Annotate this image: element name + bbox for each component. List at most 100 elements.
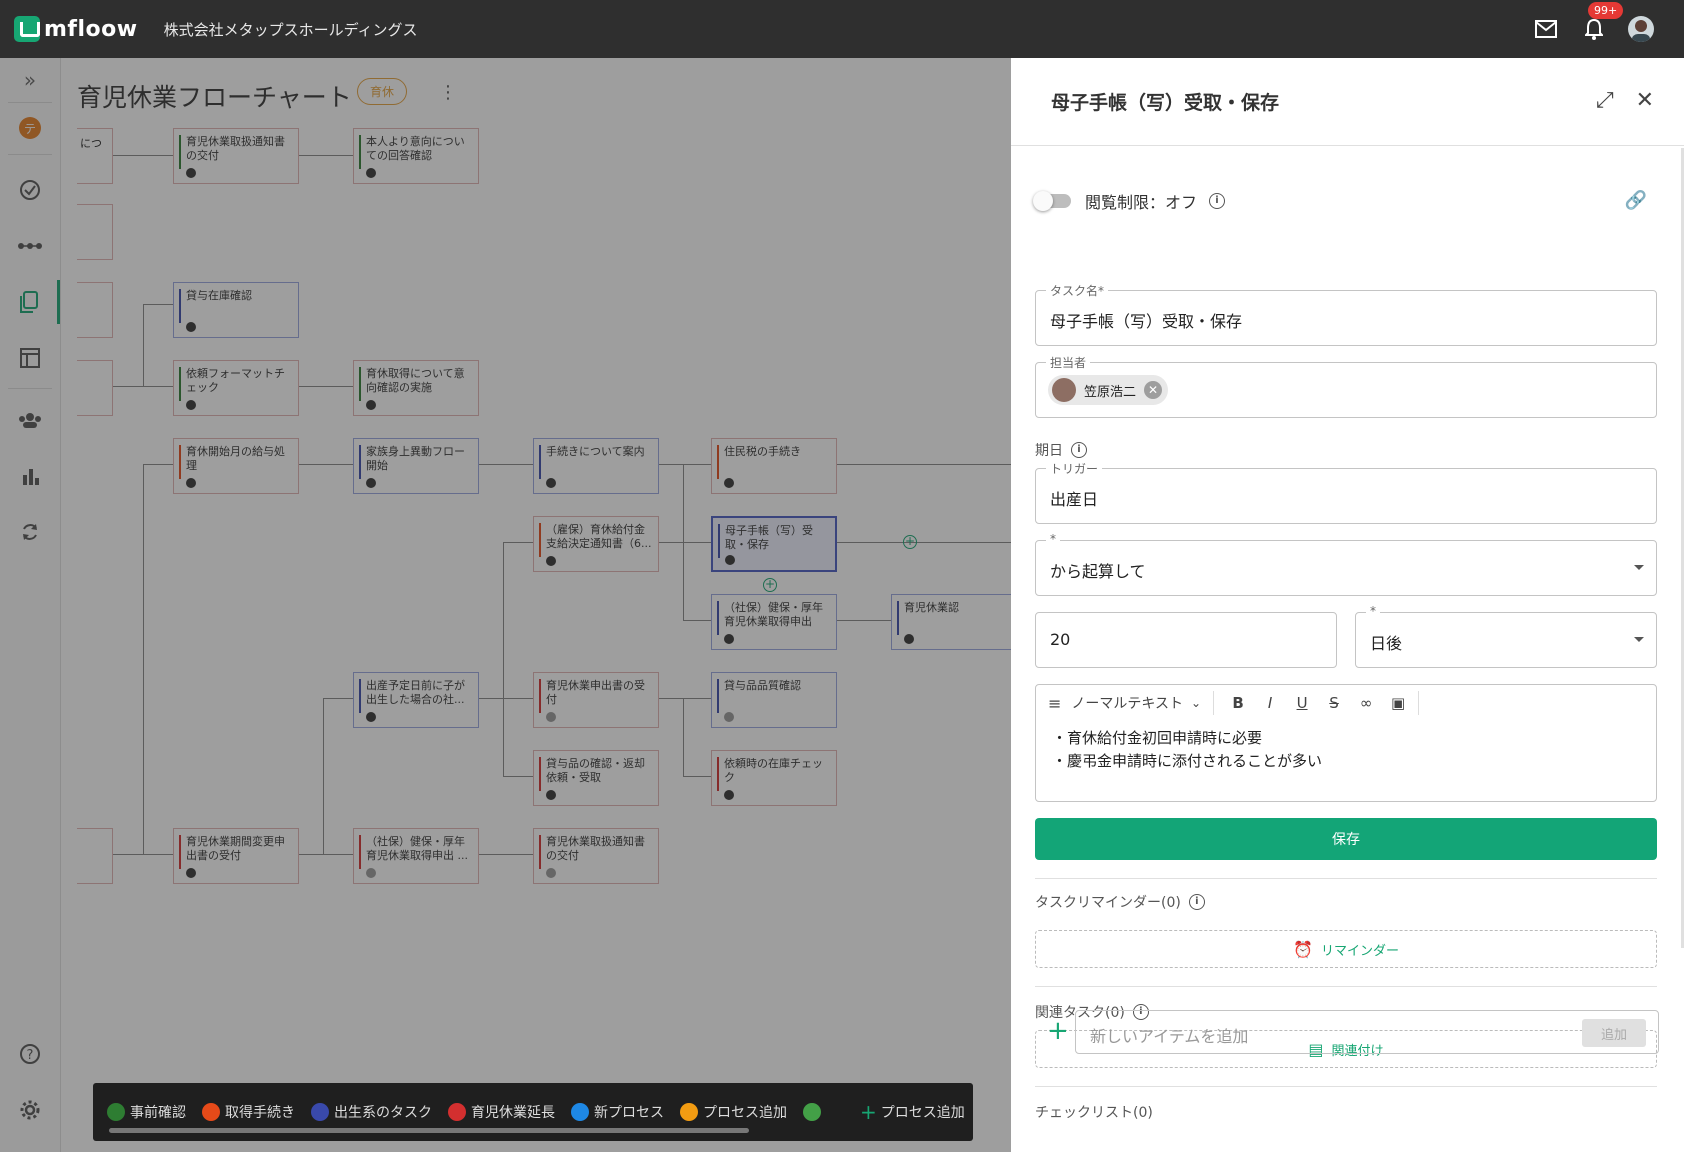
assignee-icon xyxy=(366,400,376,410)
assignee-icon xyxy=(366,712,376,722)
flow-node[interactable]: 貸与品の確認・返却依頼・受取 xyxy=(533,750,659,806)
days-input[interactable]: 20 xyxy=(1035,612,1337,668)
copy-link-icon[interactable]: 🔗 xyxy=(1624,190,1647,211)
assignee-field[interactable]: 担当者 笠原浩二 ✕ xyxy=(1035,354,1657,418)
flow-node[interactable]: 貸与在庫確認 xyxy=(173,282,299,338)
legend-item[interactable]: 新プロセス xyxy=(571,1102,664,1122)
add-node-plus-icon[interactable]: + xyxy=(763,577,777,592)
info-icon[interactable]: i xyxy=(1071,442,1087,458)
settings-gear-icon[interactable] xyxy=(0,1088,60,1132)
add-process-button[interactable]: +プロセス追加 xyxy=(860,1100,965,1124)
legend-item[interactable]: プロセス追加 xyxy=(680,1102,787,1122)
workspace-avatar[interactable]: テ xyxy=(0,106,60,150)
users-group-icon[interactable] xyxy=(0,398,60,442)
flow-node-partial[interactable] xyxy=(77,828,113,884)
bold-icon[interactable]: B xyxy=(1232,694,1244,712)
app-logo[interactable]: mfloow xyxy=(14,16,138,42)
flow-node[interactable]: （社保）健保・厚年育児休業取得申出 ... xyxy=(353,828,479,884)
chevron-down-icon[interactable]: ⌄ xyxy=(1191,696,1202,710)
editor-content[interactable]: ・育休給付金初回申請時に必要 ・慶弔金申請時に添付されることが多い xyxy=(1036,721,1656,779)
process-dots-icon[interactable] xyxy=(0,224,60,268)
flow-node[interactable]: 育児休業期間変更申出書の受付 xyxy=(173,828,299,884)
checklist-add-button[interactable]: 追加 xyxy=(1582,1019,1646,1047)
legend-item[interactable] xyxy=(803,1103,826,1121)
analytics-bar-icon[interactable] xyxy=(0,454,60,498)
flow-node[interactable]: 出産予定日前に子が出生した場合の社... xyxy=(353,672,479,728)
permission-toggle[interactable] xyxy=(1033,191,1071,211)
more-options-icon[interactable]: ⋮ xyxy=(439,82,457,103)
legend-item[interactable]: 事前確認 xyxy=(107,1102,186,1122)
flow-node[interactable]: （社保）健保・厚年育児休業取得申出 xyxy=(711,594,837,650)
trigger-field[interactable]: トリガー 出産日 xyxy=(1035,460,1657,524)
section-divider xyxy=(1035,986,1657,987)
company-name[interactable]: 株式会社メタップスホールディングス xyxy=(163,20,418,39)
flow-node[interactable]: 家族身上異動フロー開始 xyxy=(353,438,479,494)
flow-node[interactable]: 育児休業取扱通知書の交付 xyxy=(173,128,299,184)
reminder-section: タスクリマインダー(0) i xyxy=(1035,892,1205,912)
user-avatar[interactable] xyxy=(1628,16,1654,42)
flow-node[interactable]: 育児休業取扱通知書の交付 xyxy=(533,828,659,884)
flow-node[interactable]: 住民税の手続き xyxy=(711,438,837,494)
legend-scrollbar[interactable] xyxy=(109,1128,749,1133)
legend-label: 育児休業延長 xyxy=(471,1105,555,1121)
flow-node[interactable]: 育児休業認 xyxy=(891,594,1011,650)
add-node-plus-icon[interactable]: + xyxy=(903,534,917,549)
expand-sidebar-icon[interactable]: » xyxy=(23,68,37,92)
node-label: 育休取得について意向確認の実施 xyxy=(366,367,465,394)
mail-icon[interactable] xyxy=(1532,15,1560,43)
assignee-icon xyxy=(546,712,556,722)
node-color-bar xyxy=(359,367,361,401)
flow-node[interactable]: 本人より意向についての回答確認 xyxy=(353,128,479,184)
legend-item[interactable]: 出生系のタスク xyxy=(311,1102,432,1122)
image-icon[interactable]: ▣ xyxy=(1390,694,1406,712)
format-select[interactable]: ノーマルテキスト xyxy=(1071,696,1183,712)
save-button[interactable]: 保存 xyxy=(1035,818,1657,860)
help-icon[interactable]: ? xyxy=(0,1032,60,1076)
legend-item[interactable]: 育児休業延長 xyxy=(448,1102,555,1122)
info-icon[interactable]: i xyxy=(1209,193,1226,209)
info-icon[interactable]: i xyxy=(1132,1004,1149,1020)
tasks-check-icon[interactable] xyxy=(0,168,60,212)
remove-assignee-icon[interactable]: ✕ xyxy=(1144,381,1163,399)
flow-node[interactable]: 依頼時の在庫チェック xyxy=(711,750,837,806)
flow-node[interactable]: （雇保）育休給付金支給決定通知書（6... xyxy=(533,516,659,572)
connector xyxy=(293,854,353,855)
assignee-chip[interactable]: 笠原浩二 ✕ xyxy=(1048,375,1169,405)
flow-node[interactable]: 依頼フォーマットチェック xyxy=(173,360,299,416)
flow-node[interactable]: 育休取得について意向確認の実施 xyxy=(353,360,479,416)
flow-node-partial[interactable] xyxy=(77,204,113,260)
flow-node-selected[interactable]: 母子手帳（写）受取・保存 xyxy=(711,516,837,572)
flowchart-canvas[interactable]: 育児休業フローチャート 育休 ⋮ につ xyxy=(61,58,1011,1152)
add-reminder-button[interactable]: ⏰ リマインダー xyxy=(1035,930,1657,968)
flow-node-partial[interactable] xyxy=(77,282,113,338)
flow-node[interactable]: 育休開始月の給与処理 xyxy=(173,438,299,494)
checklist-input[interactable]: 新しいアイテムを追加 xyxy=(1090,1027,1249,1046)
unit-select[interactable]: * 日後 xyxy=(1355,604,1657,668)
flow-node-partial[interactable]: につ xyxy=(77,128,113,184)
sync-icon[interactable] xyxy=(0,510,60,554)
legend-item[interactable]: 取得手続き xyxy=(202,1102,295,1122)
table-layout-icon[interactable] xyxy=(0,336,60,380)
close-icon[interactable]: ✕ xyxy=(1635,88,1654,113)
flow-node[interactable]: 手続きについて案内 xyxy=(533,438,659,494)
flow-node-partial[interactable] xyxy=(77,360,113,416)
panel-scrollbar[interactable] xyxy=(1681,148,1684,948)
node-color-bar xyxy=(539,679,541,713)
checklist-new-item[interactable]: 新しいアイテムを追加 追加 xyxy=(1075,1010,1659,1054)
task-name-field[interactable]: タスク名* 母子手帳（写）受取・保存 xyxy=(1035,282,1657,346)
flow-node[interactable]: 育児休業申出書の受付 xyxy=(533,672,659,728)
connector xyxy=(143,464,144,854)
italic-icon[interactable]: I xyxy=(1267,694,1273,712)
underline-icon[interactable]: U xyxy=(1296,694,1308,712)
description-editor[interactable]: ≡ ノーマルテキスト ⌄ B I U S ∞ ▣ ・育休給付金初回申請時に必要 … xyxy=(1035,684,1657,802)
link-icon[interactable]: ∞ xyxy=(1359,694,1373,712)
notification-bell-icon[interactable]: 99+ xyxy=(1580,2,1624,43)
flow-node[interactable]: 貸与品品質確認 xyxy=(711,672,837,728)
expand-icon[interactable]: ⤢ xyxy=(1595,88,1614,113)
flowchart-icon[interactable] xyxy=(0,280,60,324)
strikethrough-icon[interactable]: S xyxy=(1329,694,1339,712)
info-icon[interactable]: i xyxy=(1188,894,1205,910)
category-tag[interactable]: 育休 xyxy=(357,78,408,105)
plus-icon[interactable]: + xyxy=(1047,1016,1069,1046)
calc-select[interactable]: * から起算して xyxy=(1035,532,1657,596)
